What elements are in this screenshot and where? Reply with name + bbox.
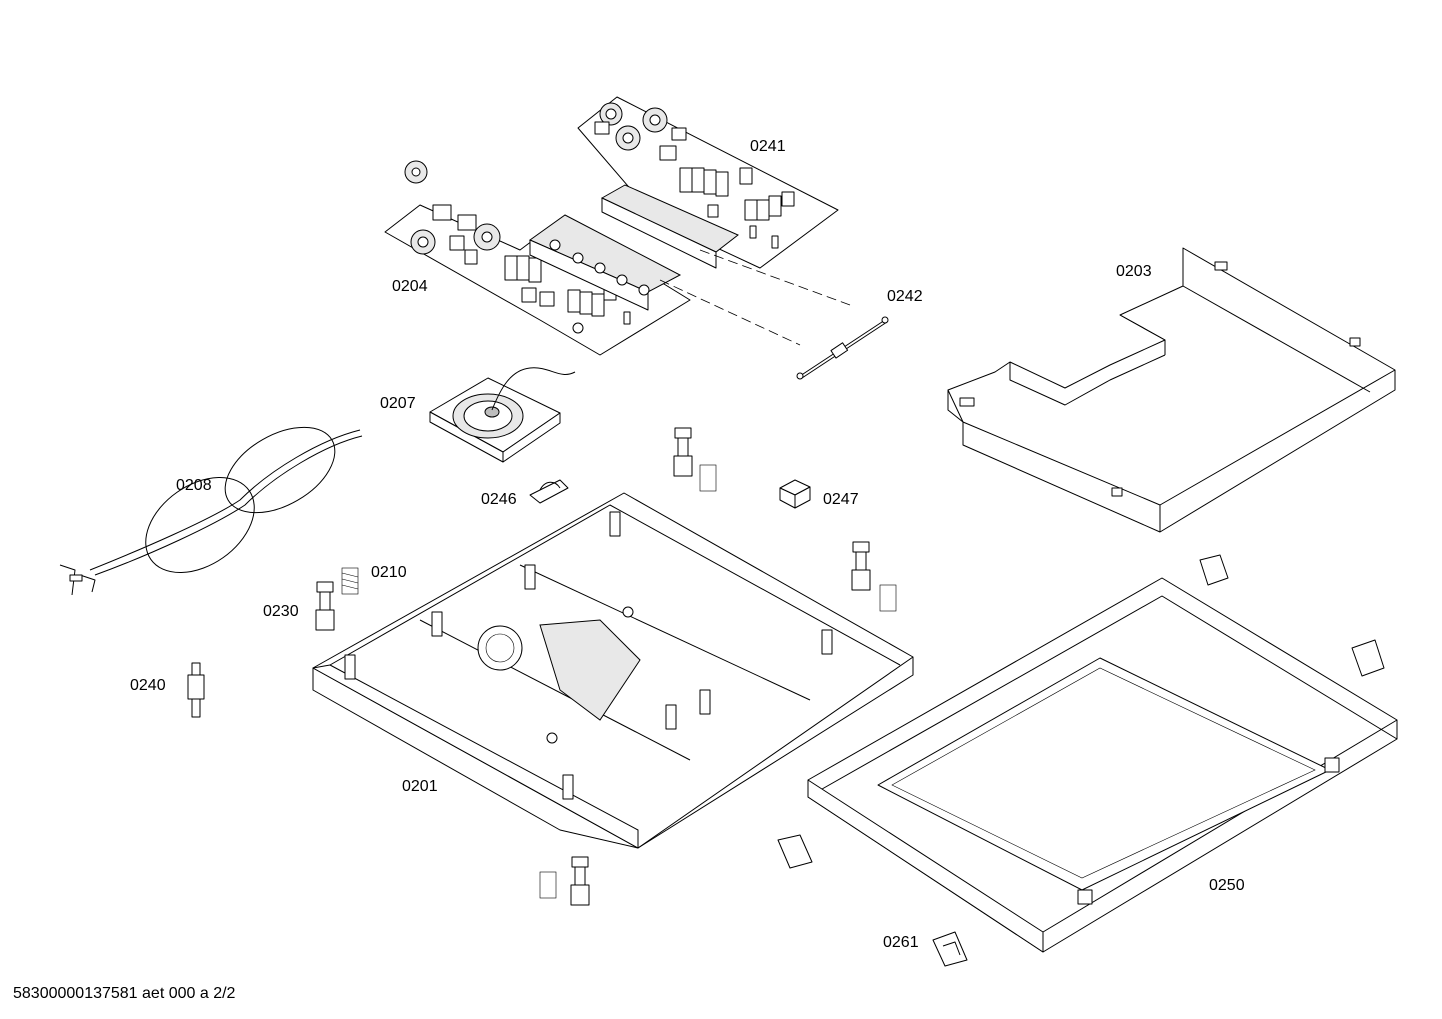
assembly-guide-line: [699, 249, 851, 306]
label-0246: 0246: [481, 491, 517, 508]
document-code: 58300000137581 aet 000 a 2/2: [13, 985, 236, 1002]
label-0241: 0241: [750, 138, 786, 155]
label-0240: 0240: [130, 677, 166, 694]
housing-base-0201[interactable]: [312, 492, 914, 849]
circuit-board-0241[interactable]: [577, 96, 839, 269]
frame-clip-top[interactable]: [1199, 554, 1229, 586]
label-0208: 0208: [176, 477, 212, 494]
foot-0230[interactable]: [315, 581, 335, 631]
label-0230: 0230: [263, 603, 299, 620]
circuit-board-0204[interactable]: [384, 160, 691, 356]
label-0207: 0207: [380, 395, 416, 412]
label-0203: 0203: [1116, 263, 1152, 280]
power-cable-0208[interactable]: [59, 410, 363, 596]
frame-clip-right[interactable]: [1351, 639, 1385, 677]
assembly-guide-line: [659, 279, 801, 346]
label-0204: 0204: [392, 278, 428, 295]
spring-0210[interactable]: [341, 567, 359, 595]
label-0250: 0250: [1209, 877, 1245, 894]
label-0242: 0242: [887, 288, 923, 305]
foot-bottom[interactable]: [539, 856, 590, 906]
foot-top[interactable]: [673, 427, 717, 492]
label-0201: 0201: [402, 778, 438, 795]
cooling-fan-0207[interactable]: [429, 367, 576, 463]
frame-clip-left[interactable]: [777, 834, 813, 869]
connector-cable-0242[interactable]: [796, 316, 889, 380]
label-0247: 0247: [823, 491, 859, 508]
shield-plate-0203[interactable]: [947, 247, 1396, 533]
clip-0261[interactable]: [932, 931, 968, 967]
bracket-0247[interactable]: [779, 479, 811, 509]
clip-0240[interactable]: [187, 662, 205, 718]
frame-0250[interactable]: [807, 577, 1398, 953]
foot-right[interactable]: [851, 541, 897, 612]
clip-0246[interactable]: [529, 479, 569, 504]
label-0210: 0210: [371, 564, 407, 581]
label-0261: 0261: [883, 934, 919, 951]
